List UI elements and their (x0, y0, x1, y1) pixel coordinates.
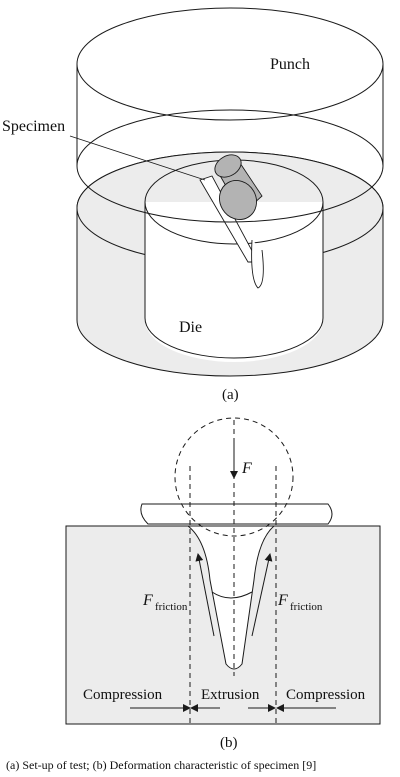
caption-b: (b) (220, 735, 238, 751)
deformation-front (211, 591, 253, 599)
original-specimen-outline (174, 417, 294, 537)
friction-label-left: F friction (142, 592, 188, 613)
svg-text:friction: friction (290, 601, 323, 613)
figure-caption: (a) Set-up of test; (b) Deformation char… (6, 758, 316, 772)
svg-text:friction: friction (155, 601, 188, 613)
region-left-label: Compression (83, 687, 163, 703)
friction-arrow-right (251, 553, 273, 637)
region-middle-label: Extrusion (201, 687, 260, 703)
specimen-label: Specimen (2, 118, 65, 135)
figure-a: Punch Specimen Die (a) (2, 7, 384, 403)
friction-label-right: F friction (277, 592, 323, 613)
svg-text:F: F (142, 592, 153, 609)
punch-label: Punch (270, 56, 310, 73)
figure-b: F F friction F friction Compression Extr… (65, 417, 381, 751)
caption-a: (a) (222, 387, 239, 403)
die-body (76, 151, 384, 377)
friction-arrow-left (195, 553, 215, 637)
flash-material (140, 503, 333, 525)
punch-body (76, 7, 384, 223)
specimen (199, 154, 264, 289)
die-label: Die (179, 319, 202, 336)
specimen-leader-line (69, 135, 206, 181)
region-right-label: Compression (286, 687, 366, 703)
svg-text:F: F (277, 592, 288, 609)
force-label: F (241, 460, 252, 477)
